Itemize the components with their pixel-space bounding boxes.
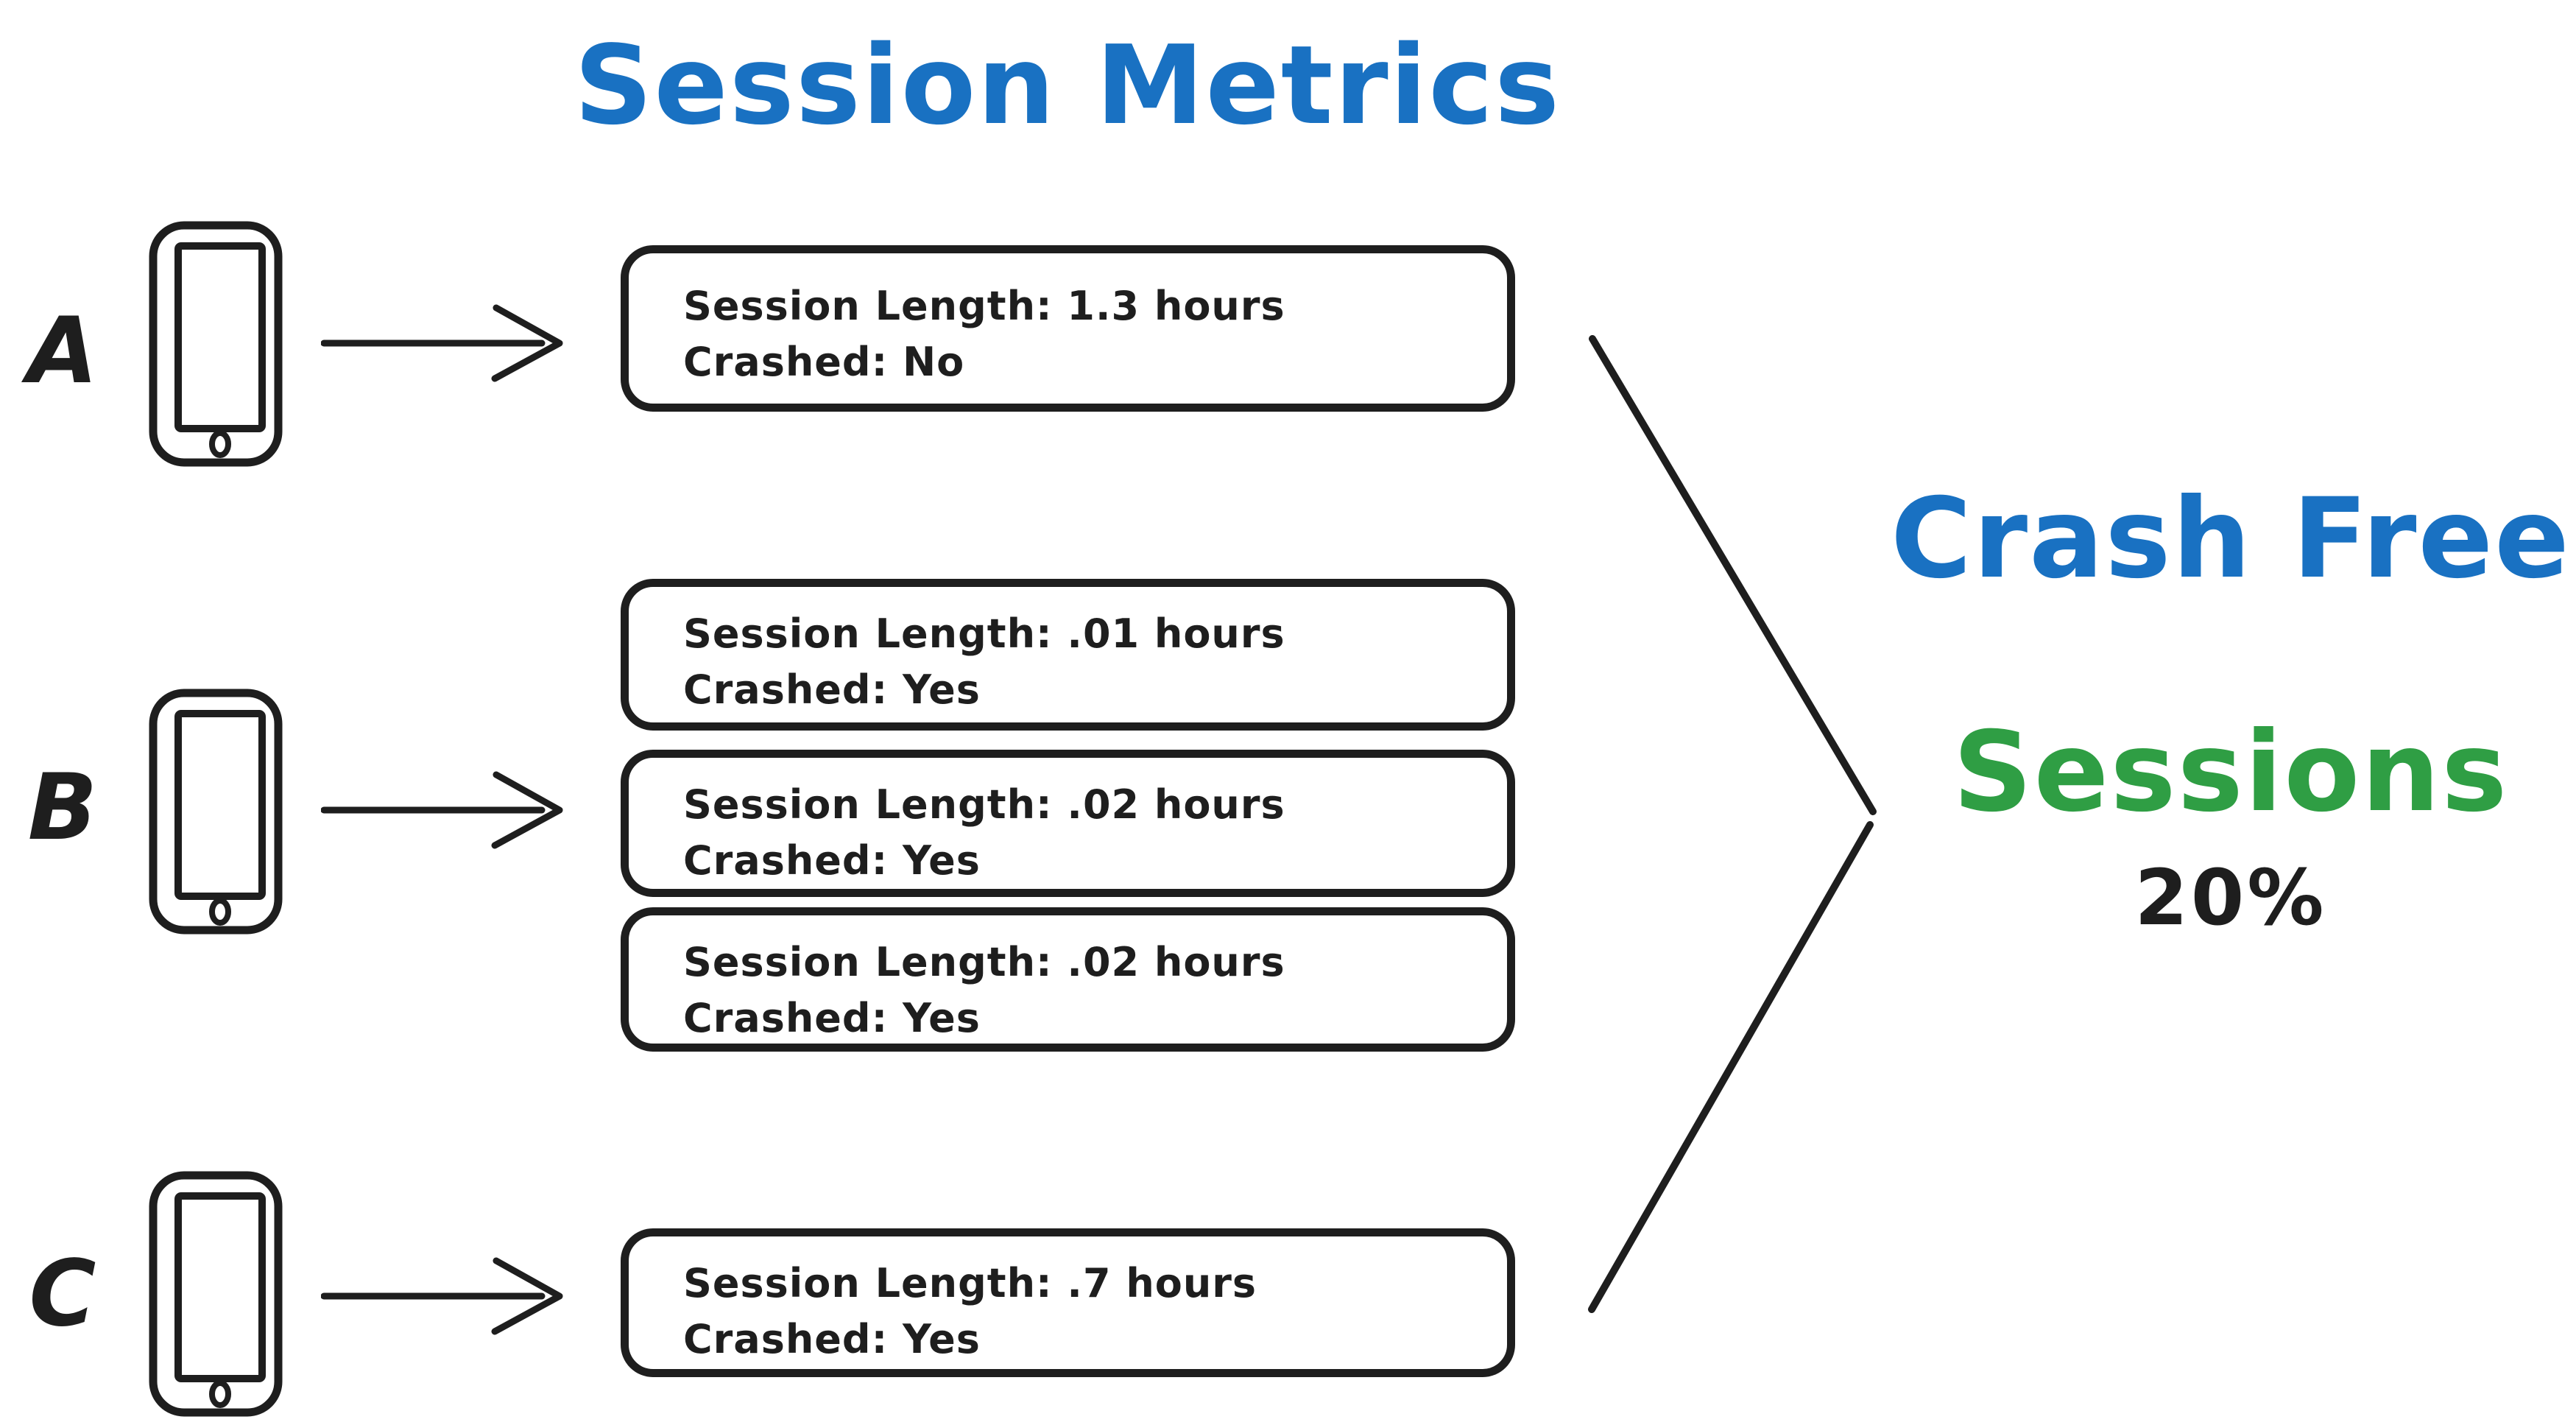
crashed-text: Crashed: Yes — [683, 837, 981, 884]
smartphone-icon — [149, 221, 283, 467]
session-length-text: Session Length: .02 hours — [683, 939, 1285, 985]
session-length-text: Session Length: .7 hours — [683, 1260, 1257, 1306]
session-box: Session Length: .02 hours Crashed: Yes — [621, 750, 1515, 897]
arrow-right-icon — [321, 771, 563, 849]
chevron-merge-icon — [1588, 335, 1877, 1313]
sessions-heading: Sessions — [1952, 708, 2509, 837]
crashed-text: Crashed: Yes — [683, 666, 981, 713]
session-length-text: Session Length: .02 hours — [683, 781, 1285, 828]
crashed-text: Crashed: Yes — [683, 995, 981, 1041]
session-box: Session Length: .02 hours Crashed: Yes — [621, 907, 1515, 1052]
smartphone-icon — [149, 1171, 283, 1417]
session-length-text: Session Length: .01 hours — [683, 611, 1285, 657]
device-label-c: C — [29, 1241, 96, 1347]
device-label-a: A — [27, 298, 98, 404]
smartphone-icon — [149, 689, 283, 935]
session-box: Session Length: .7 hours Crashed: Yes — [621, 1228, 1515, 1377]
arrow-right-icon — [321, 1257, 563, 1335]
session-box: Session Length: 1.3 hours Crashed: No — [621, 245, 1515, 412]
crashed-text: Crashed: Yes — [683, 1316, 981, 1362]
crash-free-percentage: 20% — [2134, 853, 2327, 943]
device-label-b: B — [27, 755, 98, 861]
session-box: Session Length: .01 hours Crashed: Yes — [621, 579, 1515, 731]
crash-free-heading: Crash Free — [1891, 475, 2571, 603]
page-title: Session Metrics — [574, 22, 1562, 149]
arrow-right-icon — [321, 304, 563, 382]
crashed-text: Crashed: No — [683, 339, 965, 385]
session-length-text: Session Length: 1.3 hours — [683, 283, 1285, 329]
